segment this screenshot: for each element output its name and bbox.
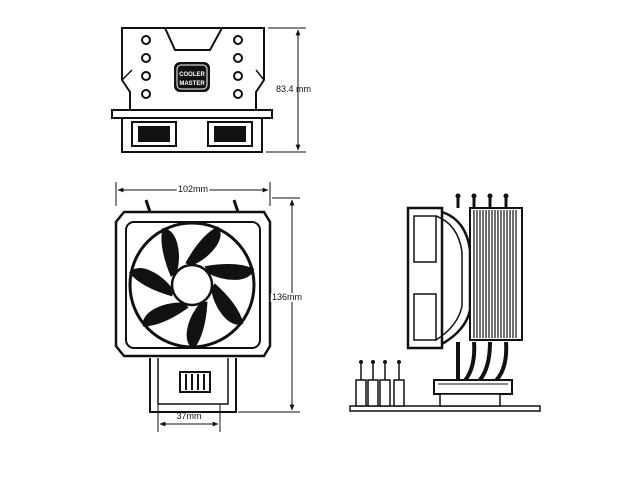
fan-blade [129, 268, 174, 297]
fan-hub [170, 263, 214, 307]
height-top-dimension [266, 27, 306, 153]
height-top-label: 83.4 mm [276, 84, 311, 94]
heatsink-fins [473, 210, 517, 338]
side-view [349, 196, 541, 412]
connector-pins [359, 193, 509, 364]
fan-blade [210, 283, 244, 325]
logo-line1: COOLER [179, 72, 205, 78]
fan-blade [185, 226, 221, 266]
width-front-label: 102mm [178, 184, 208, 194]
height-front-label: 136mm [272, 292, 302, 302]
logo-line2: MASTER [179, 81, 205, 87]
base-width-dimension [157, 404, 221, 432]
heatpipe-holes [141, 35, 243, 99]
height-front-dimension [238, 197, 300, 413]
top-view [111, 27, 273, 153]
cooler-master-logo: COOLER MASTER [174, 62, 210, 92]
fan-blade [161, 227, 179, 277]
fan-blade [204, 263, 255, 280]
base-width-label: 37mm [176, 411, 201, 421]
fan-blade [142, 302, 189, 327]
fan-blade [186, 301, 208, 350]
fan-blades [129, 226, 255, 350]
width-front-dimension [115, 182, 271, 206]
